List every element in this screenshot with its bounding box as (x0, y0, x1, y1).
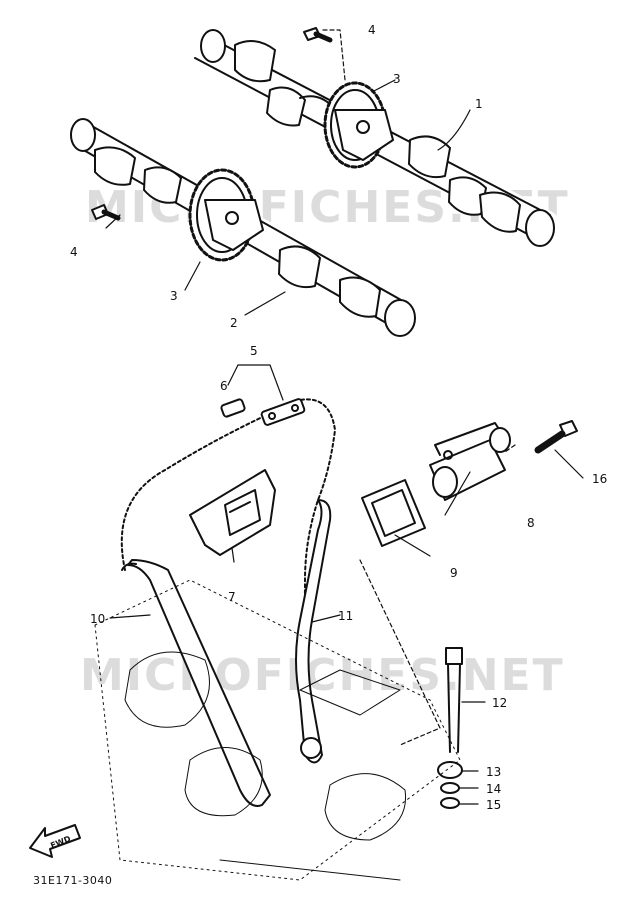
cam-chain-tensioner (429, 422, 511, 501)
callout-11: 11 (338, 609, 353, 623)
tensioner-bolt (534, 420, 578, 454)
tensioner-guide-bolt (445, 647, 463, 753)
washer-14 (440, 782, 460, 794)
callout-3-lower: 3 (170, 289, 178, 303)
watermark-lower: MICROFICHES.NET (80, 650, 565, 701)
diagram-code: 31E171-3040 (33, 874, 112, 887)
chain-master-link (220, 398, 306, 426)
sprocket-bolt-lower (91, 204, 121, 221)
chain-guide-11 (295, 499, 332, 764)
callout-9: 9 (450, 566, 458, 580)
engine-head-outline (94, 579, 461, 881)
callout-16: 16 (592, 472, 607, 486)
callout-10: 10 (90, 612, 105, 626)
fwd-arrow-icon (29, 824, 81, 858)
callout-5: 5 (250, 344, 258, 358)
callout-2: 2 (230, 316, 238, 330)
callout-13: 13 (486, 765, 501, 779)
tensioner-gasket (361, 479, 426, 547)
washer-13 (437, 761, 463, 779)
callout-8: 8 (527, 516, 535, 530)
cam-sprocket-upper (323, 81, 394, 169)
callout-1: 1 (475, 97, 483, 111)
callout-4-lower: 4 (70, 245, 78, 259)
timing-chain (120, 398, 336, 701)
callout-7: 7 (228, 590, 236, 604)
chain-guide-top (189, 469, 276, 556)
callout-14: 14 (486, 782, 501, 796)
chain-guide-10 (121, 559, 271, 807)
callout-4-upper: 4 (368, 23, 376, 37)
sprocket-bolt-upper (303, 27, 333, 43)
leader-lines (105, 29, 584, 805)
callout-6: 6 (220, 379, 228, 393)
callout-12: 12 (492, 696, 507, 710)
cam-sprocket-lower (188, 168, 264, 262)
washer-15 (440, 797, 460, 809)
callout-15: 15 (486, 798, 501, 812)
callout-3-upper: 3 (393, 72, 401, 86)
